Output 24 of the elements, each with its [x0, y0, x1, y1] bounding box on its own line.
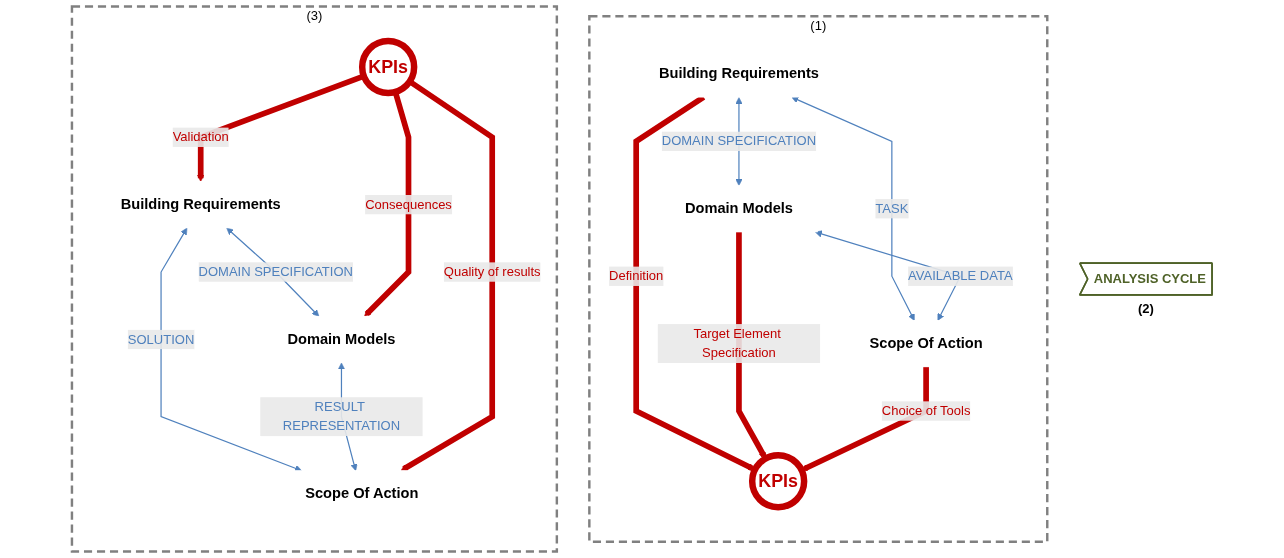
- node-text: Scope Of Action: [305, 485, 419, 502]
- edge-label: DOMAIN SPECIFICATION: [661, 134, 817, 148]
- node-text: Building Requirements: [120, 196, 281, 213]
- node-circle: KPIs: [358, 37, 418, 97]
- edge-label: DOMAIN SPECIFICATION: [198, 264, 353, 279]
- edge-label: Choice of Tools: [881, 403, 971, 418]
- edge-label: RESULT REPRESENTATION: [282, 399, 401, 433]
- edge-label: Validation: [172, 129, 229, 144]
- edge-label: Quality of results: [443, 264, 541, 279]
- arrow: [400, 79, 496, 472]
- node-text: Domain Models: [287, 330, 396, 348]
- edge-label: Target Element Specification: [693, 326, 781, 360]
- edge-label: SOLUTION: [127, 332, 195, 346]
- edge-label: AVAILABLE DATA: [908, 268, 1013, 283]
- node-text: Domain Models: [684, 200, 793, 217]
- edge-label: Definition: [609, 268, 664, 283]
- arrow: [791, 96, 915, 321]
- edge-label: TASK: [875, 201, 909, 216]
- node-text: Building Requirements: [658, 65, 819, 82]
- node-circle: KPIs: [748, 452, 808, 511]
- arrow: [160, 227, 302, 472]
- edge-label: Consequences: [365, 197, 452, 212]
- node-text: Scope Of Action: [869, 335, 983, 352]
- panel-number: (2): [1137, 300, 1154, 316]
